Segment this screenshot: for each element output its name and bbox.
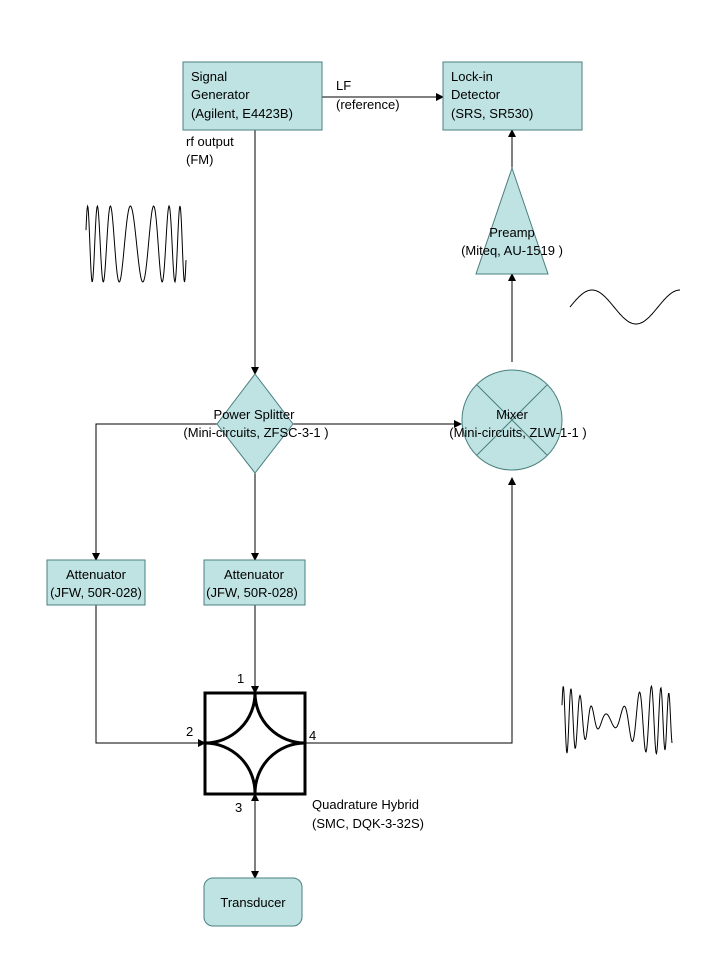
attenuator-left-line1: Attenuator bbox=[66, 567, 127, 582]
lockin-line2: Detector bbox=[451, 87, 501, 102]
signal-generator-line1: Signal bbox=[191, 69, 227, 84]
wire-port4-to-mixer bbox=[305, 477, 516, 744]
attenuator-right-block: Attenuator (JFW, 50R-028) bbox=[203, 559, 306, 606]
splitter-line1: Power Splitter bbox=[214, 407, 296, 422]
hybrid-port-1: 1 bbox=[237, 671, 244, 686]
am-fm-waveform-icon bbox=[561, 684, 673, 755]
quadrature-hybrid-block: 1 2 3 4 Quadrature Hybrid (SMC, DQK-3-32… bbox=[186, 671, 424, 831]
lf-label-line1: LF bbox=[336, 78, 351, 93]
hybrid-line1: Quadrature Hybrid bbox=[312, 797, 419, 812]
rf-label-line1: rf output bbox=[186, 134, 234, 149]
attenuator-left-line2: (JFW, 50R-028) bbox=[50, 585, 142, 600]
fm-waveform-icon bbox=[85, 204, 187, 284]
preamp-block: Preamp (Miteq, AU-1519 ) bbox=[461, 166, 563, 275]
signal-generator-line3: (Agilent, E4423B) bbox=[191, 106, 293, 121]
wires bbox=[92, 93, 516, 879]
sine-waveform-icon bbox=[569, 289, 680, 325]
attenuator-left-block: Attenuator (JFW, 50R-028) bbox=[46, 559, 146, 606]
attenuator-right-line2: (JFW, 50R-028) bbox=[206, 585, 298, 600]
signal-generator-block: Signal Generator (Agilent, E4423B) bbox=[182, 61, 323, 131]
mixer-line2: (Mini-circuits, ZLW-1-1 ) bbox=[449, 425, 586, 440]
hybrid-line2: (SMC, DQK-3-32S) bbox=[312, 816, 424, 831]
preamp-line1: Preamp bbox=[489, 225, 535, 240]
splitter-line2: (Mini-circuits, ZFSC-3-1 ) bbox=[183, 425, 328, 440]
signal-generator-line2: Generator bbox=[191, 87, 250, 102]
rf-label-line2: (FM) bbox=[186, 152, 213, 167]
hybrid-port-3: 3 bbox=[235, 800, 242, 815]
lockin-detector-block: Lock-in Detector (SRS, SR530) bbox=[442, 61, 583, 131]
preamp-line2: (Miteq, AU-1519 ) bbox=[461, 243, 563, 258]
power-splitter-block: Power Splitter (Mini-circuits, ZFSC-3-1 … bbox=[183, 373, 329, 474]
hybrid-port-4: 4 bbox=[309, 728, 316, 743]
mixer-line1: Mixer bbox=[496, 407, 528, 422]
wire-attenuator-to-port2 bbox=[95, 605, 206, 747]
lockin-line1: Lock-in bbox=[451, 69, 493, 84]
transducer-label: Transducer bbox=[220, 895, 286, 910]
lf-label-line2: (reference) bbox=[336, 97, 400, 112]
attenuator-right-line1: Attenuator bbox=[224, 567, 285, 582]
mixer-block: Mixer (Mini-circuits, ZLW-1-1 ) bbox=[449, 369, 587, 471]
transducer-block: Transducer bbox=[203, 877, 303, 927]
wire-splitter-to-attenuator-left bbox=[92, 423, 217, 561]
hybrid-port-2: 2 bbox=[186, 724, 193, 739]
lockin-line3: (SRS, SR530) bbox=[451, 106, 533, 121]
